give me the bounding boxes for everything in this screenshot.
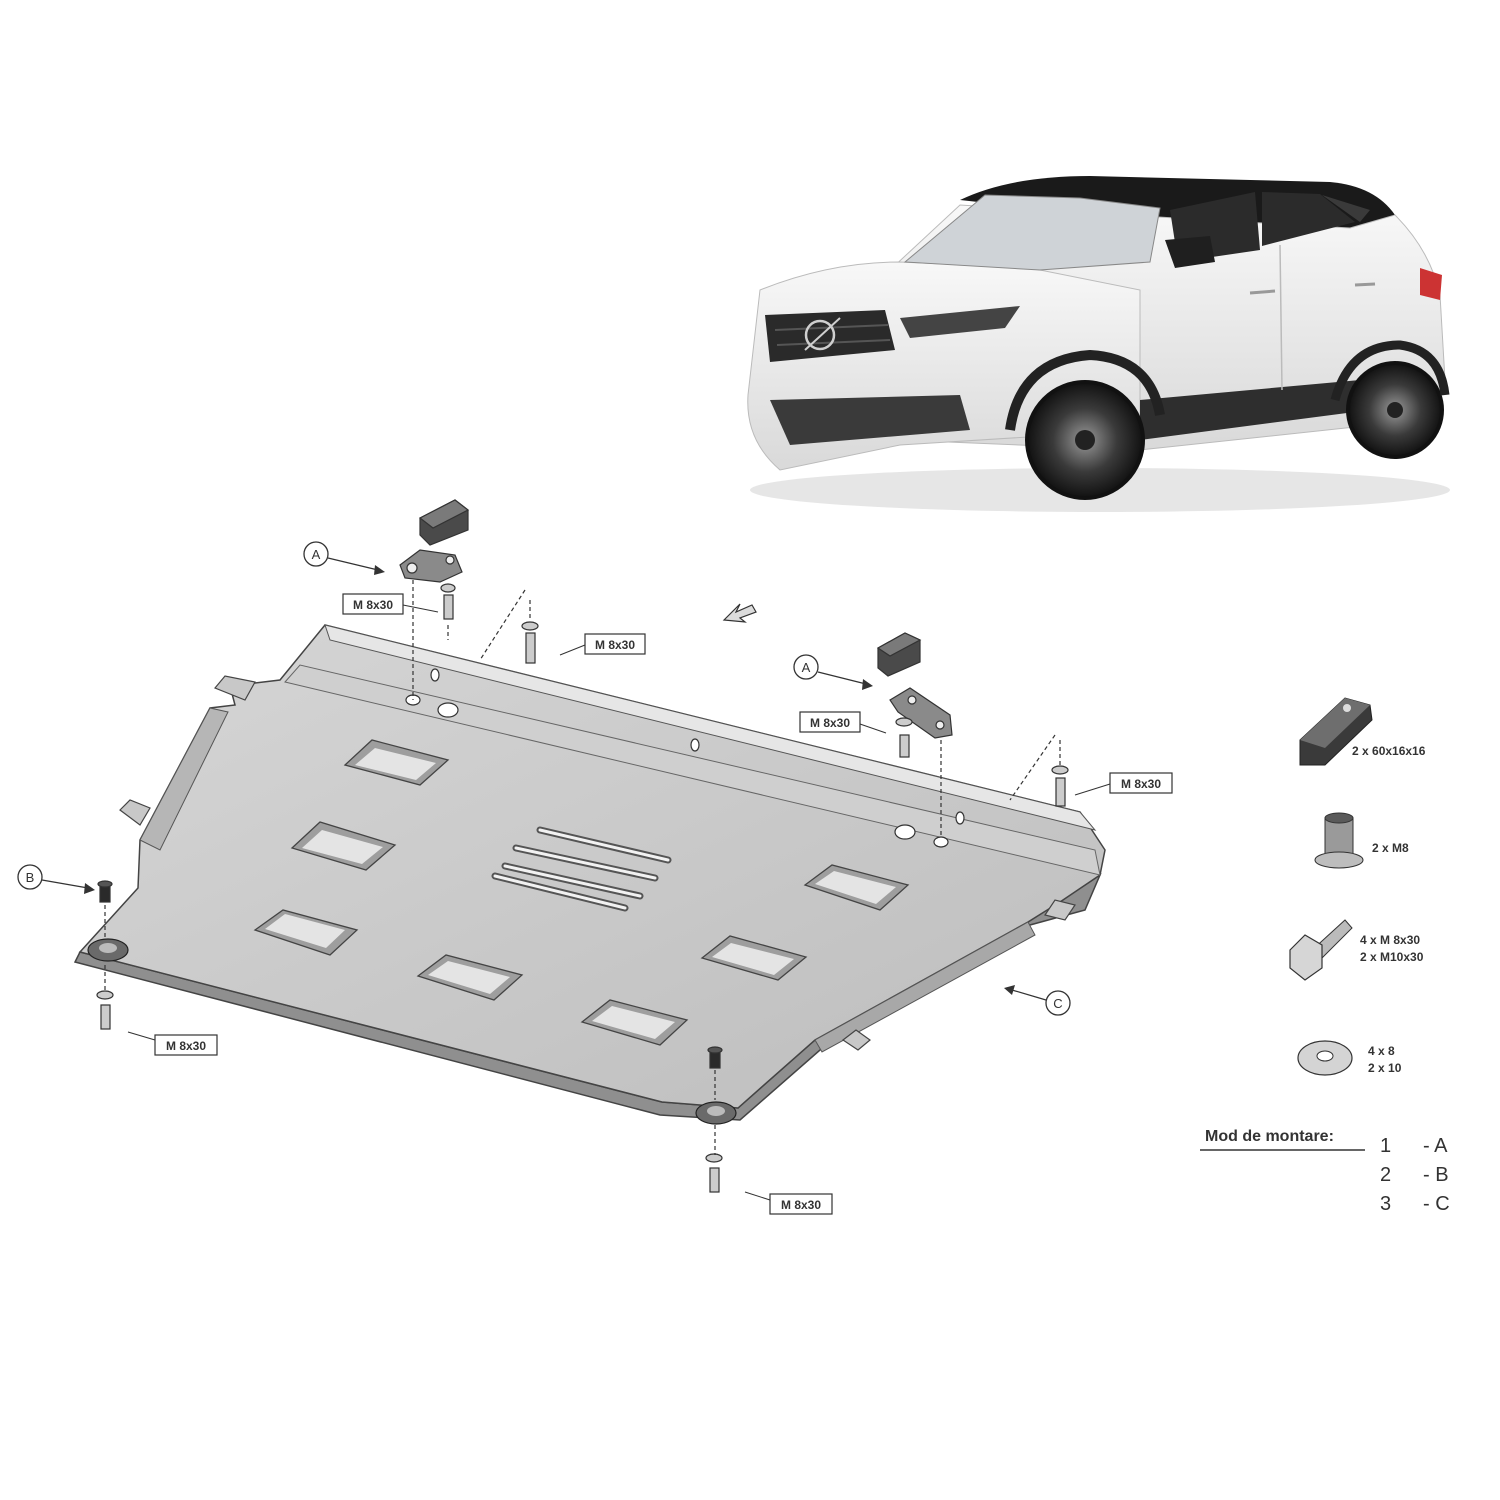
mounting-step-2-num: 2: [1380, 1164, 1391, 1186]
bolt-label-a2-text: M 8x30: [810, 716, 850, 730]
legend-bolt-line1: 4 x M 8x30: [1360, 933, 1420, 947]
legend-bolt: 4 x M 8x30 2 x M10x30: [1289, 919, 1424, 981]
skid-plate: [73, 624, 1106, 1125]
mounting-step-1-num: 1: [1380, 1135, 1391, 1157]
hardware-parts: [96, 499, 1069, 1193]
bolt-label-right-text: M 8x30: [1121, 777, 1161, 791]
bolt-label-top-mid-text: M 8x30: [595, 638, 635, 652]
legend-bracket-text: 2 x 60x16x16: [1352, 744, 1426, 758]
bolt-label-bottom-center: M 8x30: [744, 1191, 833, 1215]
legend-bracket: 2 x 60x16x16: [1299, 697, 1426, 766]
callout-a1-label: A: [312, 547, 321, 562]
bolt-label-bottom-left-text: M 8x30: [166, 1039, 206, 1053]
bolt-label-bottom-center-text: M 8x30: [781, 1198, 821, 1212]
callout-c: C: [1004, 985, 1071, 1016]
callout-c-label: C: [1053, 996, 1062, 1011]
parts-legend: 2 x 60x16x16 2 x M8 4 x M 8x30 2 x M10x3…: [1289, 697, 1426, 1076]
mounting-step-2-code: - B: [1423, 1164, 1449, 1186]
bolt-label-right: M 8x30: [1074, 772, 1173, 796]
mounting-order: Mod de montare: 1 - A 2 - B 3 - C: [1200, 1128, 1450, 1215]
bolt-label-a2: M 8x30: [799, 711, 887, 734]
callout-a2-label: A: [802, 660, 811, 675]
mounting-title: Mod de montare:: [1205, 1128, 1334, 1145]
callout-b-label: B: [26, 870, 35, 885]
legend-washer-line1: 4 x 8: [1368, 1044, 1395, 1058]
mounting-step-1-code: - A: [1423, 1135, 1448, 1157]
car-illustration: [747, 176, 1450, 512]
legend-washer: 4 x 8 2 x 10: [1297, 1040, 1402, 1076]
bolt-label-a1: M 8x30: [342, 593, 439, 615]
bolt-label-bottom-left: M 8x30: [127, 1031, 218, 1056]
legend-washer-line2: 2 x 10: [1368, 1061, 1402, 1075]
assembly-lines: [104, 580, 1061, 1155]
mounting-step-3-num: 3: [1380, 1193, 1391, 1215]
bolt-label-top-mid: M 8x30: [559, 633, 646, 656]
legend-nut: 2 x M8: [1314, 812, 1409, 869]
bolt-label-a1-text: M 8x30: [353, 598, 393, 612]
legend-nut-text: 2 x M8: [1372, 841, 1409, 855]
callout-b: B: [17, 864, 95, 894]
callout-a1: A: [303, 541, 385, 575]
callout-a2: A: [793, 654, 873, 690]
legend-bolt-line2: 2 x M10x30: [1360, 950, 1424, 964]
mounting-step-3-code: - C: [1423, 1193, 1450, 1215]
